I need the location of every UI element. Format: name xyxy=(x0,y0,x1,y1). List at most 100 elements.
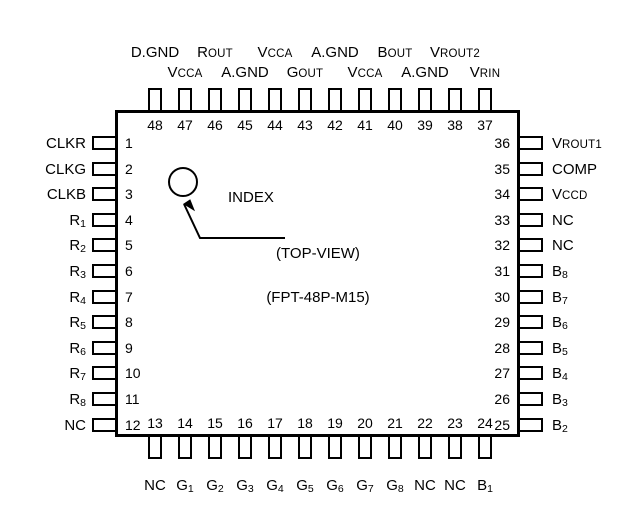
signal-label-pin-26: B3 xyxy=(552,392,632,409)
signal-label-main: B xyxy=(552,391,563,408)
pin-number-46: 46 xyxy=(207,117,223,133)
lead-pin-4 xyxy=(92,213,115,227)
signal-label-main: G xyxy=(296,477,308,494)
signal-label-sub: RIN xyxy=(479,68,501,80)
pin-number-18: 18 xyxy=(297,415,313,431)
signal-label-pin-24: B1 xyxy=(435,478,535,495)
lead-pin-20 xyxy=(358,437,372,459)
signal-label-pin-7: R4 xyxy=(0,290,86,307)
signal-label-pin-17: G4 xyxy=(225,478,325,495)
signal-label-main: R xyxy=(69,314,81,331)
lead-pin-7 xyxy=(92,290,115,304)
pin-number-2: 2 xyxy=(125,161,133,177)
pin-number-23: 23 xyxy=(447,415,463,431)
pin-number-32: 32 xyxy=(494,237,510,253)
signal-label-main: R xyxy=(69,340,81,357)
signal-label-main: V xyxy=(552,186,563,203)
signal-label-main: B xyxy=(552,340,563,357)
signal-label-main: V xyxy=(552,135,563,152)
index-circle-icon xyxy=(168,167,198,197)
signal-label-pin-22: NC xyxy=(375,478,475,493)
signal-label-main: V xyxy=(347,64,358,81)
pin-number-45: 45 xyxy=(237,117,253,133)
pin-number-19: 19 xyxy=(327,415,343,431)
lead-pin-26 xyxy=(520,392,543,406)
signal-label-pin-41: VCCA xyxy=(315,65,415,82)
signal-label-main: B xyxy=(552,417,563,434)
pin-number-40: 40 xyxy=(387,117,403,133)
signal-label-pin-16: G3 xyxy=(195,478,295,495)
signal-label-sub: 2 xyxy=(80,243,86,255)
signal-label-main: B xyxy=(552,263,563,280)
signal-label-pin-31: B8 xyxy=(552,264,632,281)
pin-number-37: 37 xyxy=(477,117,493,133)
lead-pin-14 xyxy=(178,437,192,459)
signal-label-pin-29: B6 xyxy=(552,315,632,332)
pin-number-7: 7 xyxy=(125,289,133,305)
lead-pin-39 xyxy=(418,88,432,110)
lead-pin-47 xyxy=(178,88,192,110)
signal-label-sub: CCD xyxy=(562,190,588,202)
signal-label-pin-12: NC xyxy=(0,418,86,433)
signal-label-pin-30: B7 xyxy=(552,290,632,307)
signal-label-pin-25: B2 xyxy=(552,418,632,435)
lead-pin-25 xyxy=(520,418,543,432)
signal-label-main: CLKG xyxy=(45,161,86,178)
signal-label-sub: OUT xyxy=(298,68,324,80)
signal-label-pin-4: R1 xyxy=(0,213,86,230)
pin-number-9: 9 xyxy=(125,340,133,356)
signal-label-pin-44: VCCA xyxy=(225,45,325,62)
lead-pin-44 xyxy=(268,88,282,110)
signal-label-sub: 2 xyxy=(217,483,224,495)
signal-label-pin-45: A.GND xyxy=(195,65,295,80)
pin-number-35: 35 xyxy=(494,161,510,177)
lead-pin-17 xyxy=(268,437,282,459)
signal-label-pin-11: R8 xyxy=(0,392,86,409)
signal-label-pin-27: B4 xyxy=(552,366,632,383)
signal-label-sub: 5 xyxy=(562,346,568,358)
signal-label-pin-3: CLKB xyxy=(0,187,86,202)
pin-number-21: 21 xyxy=(387,415,403,431)
lead-pin-42 xyxy=(328,88,342,110)
pin-number-36: 36 xyxy=(494,135,510,151)
package-body xyxy=(115,110,520,437)
signal-label-main: G xyxy=(176,477,188,494)
lead-pin-24 xyxy=(478,437,492,459)
lead-pin-23 xyxy=(448,437,462,459)
pin-number-33: 33 xyxy=(494,212,510,228)
pin-number-6: 6 xyxy=(125,263,133,279)
signal-label-pin-13: NC xyxy=(105,478,205,493)
signal-label-sub: CCA xyxy=(267,48,293,60)
signal-label-pin-32: NC xyxy=(552,238,632,253)
signal-label-main: COMP xyxy=(552,161,597,178)
signal-label-main: G xyxy=(206,477,218,494)
lead-pin-8 xyxy=(92,315,115,329)
pin-number-17: 17 xyxy=(267,415,283,431)
signal-label-main: CLKB xyxy=(46,186,86,203)
pin-number-39: 39 xyxy=(417,117,433,133)
signal-label-pin-18: G5 xyxy=(255,478,355,495)
pin-number-11: 11 xyxy=(125,391,140,407)
lead-pin-2 xyxy=(92,162,115,176)
pin-number-47: 47 xyxy=(177,117,193,133)
signal-label-sub: 6 xyxy=(80,346,86,358)
pin-number-10: 10 xyxy=(125,365,141,381)
signal-label-main: G xyxy=(326,477,338,494)
pin-number-44: 44 xyxy=(267,117,283,133)
signal-label-main: G xyxy=(386,477,398,494)
signal-label-pin-19: G6 xyxy=(285,478,385,495)
signal-label-sub: 7 xyxy=(562,295,568,307)
lead-pin-46 xyxy=(208,88,222,110)
signal-label-main: G xyxy=(266,477,278,494)
pin-number-48: 48 xyxy=(147,117,163,133)
pin-number-28: 28 xyxy=(494,340,510,356)
pin-number-14: 14 xyxy=(177,415,193,431)
signal-label-main: CLKR xyxy=(45,135,86,152)
pin-number-4: 4 xyxy=(125,212,133,228)
index-label: INDEX xyxy=(228,189,274,206)
lead-pin-33 xyxy=(520,213,543,227)
signal-label-pin-5: R2 xyxy=(0,238,86,255)
signal-label-sub: 6 xyxy=(562,320,568,332)
pin-number-20: 20 xyxy=(357,415,373,431)
signal-label-pin-23: NC xyxy=(405,478,505,493)
